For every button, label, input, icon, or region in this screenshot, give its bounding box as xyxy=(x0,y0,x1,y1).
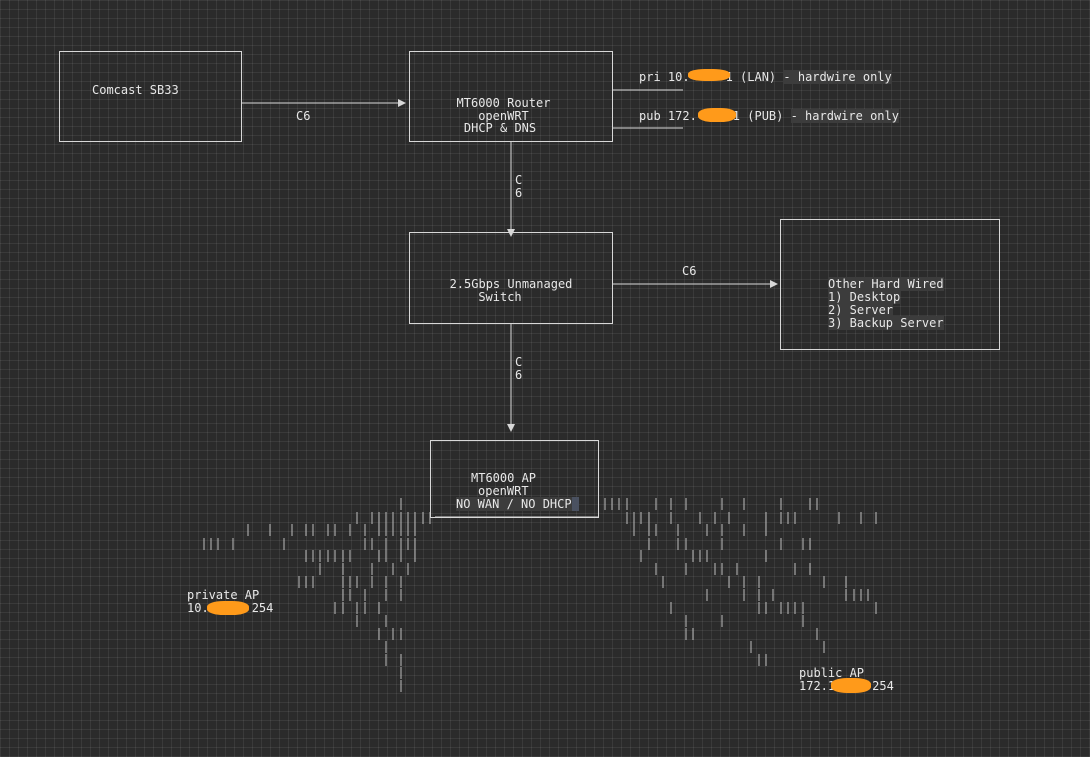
switch-label-line2: Switch xyxy=(478,290,522,304)
switch-label-line1: 2.5Gbps Unmanaged xyxy=(449,277,573,291)
wifi-strokes-left xyxy=(203,498,431,692)
redaction-pub xyxy=(698,108,736,122)
ap-label-line2: openWRT xyxy=(478,484,529,498)
private-ap-ip: 10.254 xyxy=(187,601,274,615)
router-label-line3: DHCP & DNS xyxy=(463,121,537,135)
ap-label-line3: NO WAN / NO DHCP xyxy=(456,497,579,511)
comcast-node[interactable] xyxy=(59,51,242,142)
router-label-line2: openWRT xyxy=(478,109,529,123)
wired-label-line1: Other Hard Wired xyxy=(828,277,944,291)
switch-node[interactable] xyxy=(409,232,613,324)
edge-label-comcast-router: C6 xyxy=(296,109,311,123)
private-ap-title: private AP xyxy=(187,588,260,602)
wired-node[interactable] xyxy=(780,219,1000,350)
ap-node[interactable] xyxy=(430,440,599,518)
redaction-public-ip xyxy=(831,678,871,693)
wired-label-line4: 3) Backup Server xyxy=(828,316,944,330)
router-label-line1: MT6000 Router xyxy=(456,96,551,110)
wired-label-line3: 2) Server xyxy=(828,303,894,317)
edge-label-switch-ap-2: 6 xyxy=(515,368,523,382)
wired-label-line2: 1) Desktop xyxy=(828,290,901,304)
redaction-pri xyxy=(688,69,730,81)
redaction-private-ip xyxy=(207,601,249,615)
edge-label-switch-ap-1: C xyxy=(515,355,523,369)
comcast-label: Comcast SB33 xyxy=(92,83,179,97)
router-node[interactable] xyxy=(409,51,613,142)
edge-label-router-switch-2: 6 xyxy=(515,186,523,200)
pub-label: pub 172.1 (PUB) - hardwire only xyxy=(639,109,899,123)
edge-label-router-switch-1: C xyxy=(515,173,523,187)
wifi-strokes-right xyxy=(604,498,877,666)
ap-label-line1: MT6000 AP xyxy=(471,471,537,485)
edge-label-switch-wired: C6 xyxy=(682,264,697,278)
public-ap-title: public AP xyxy=(799,666,865,680)
pri-lan-label: pri 10.1 (LAN) - hardwire only xyxy=(639,70,892,84)
